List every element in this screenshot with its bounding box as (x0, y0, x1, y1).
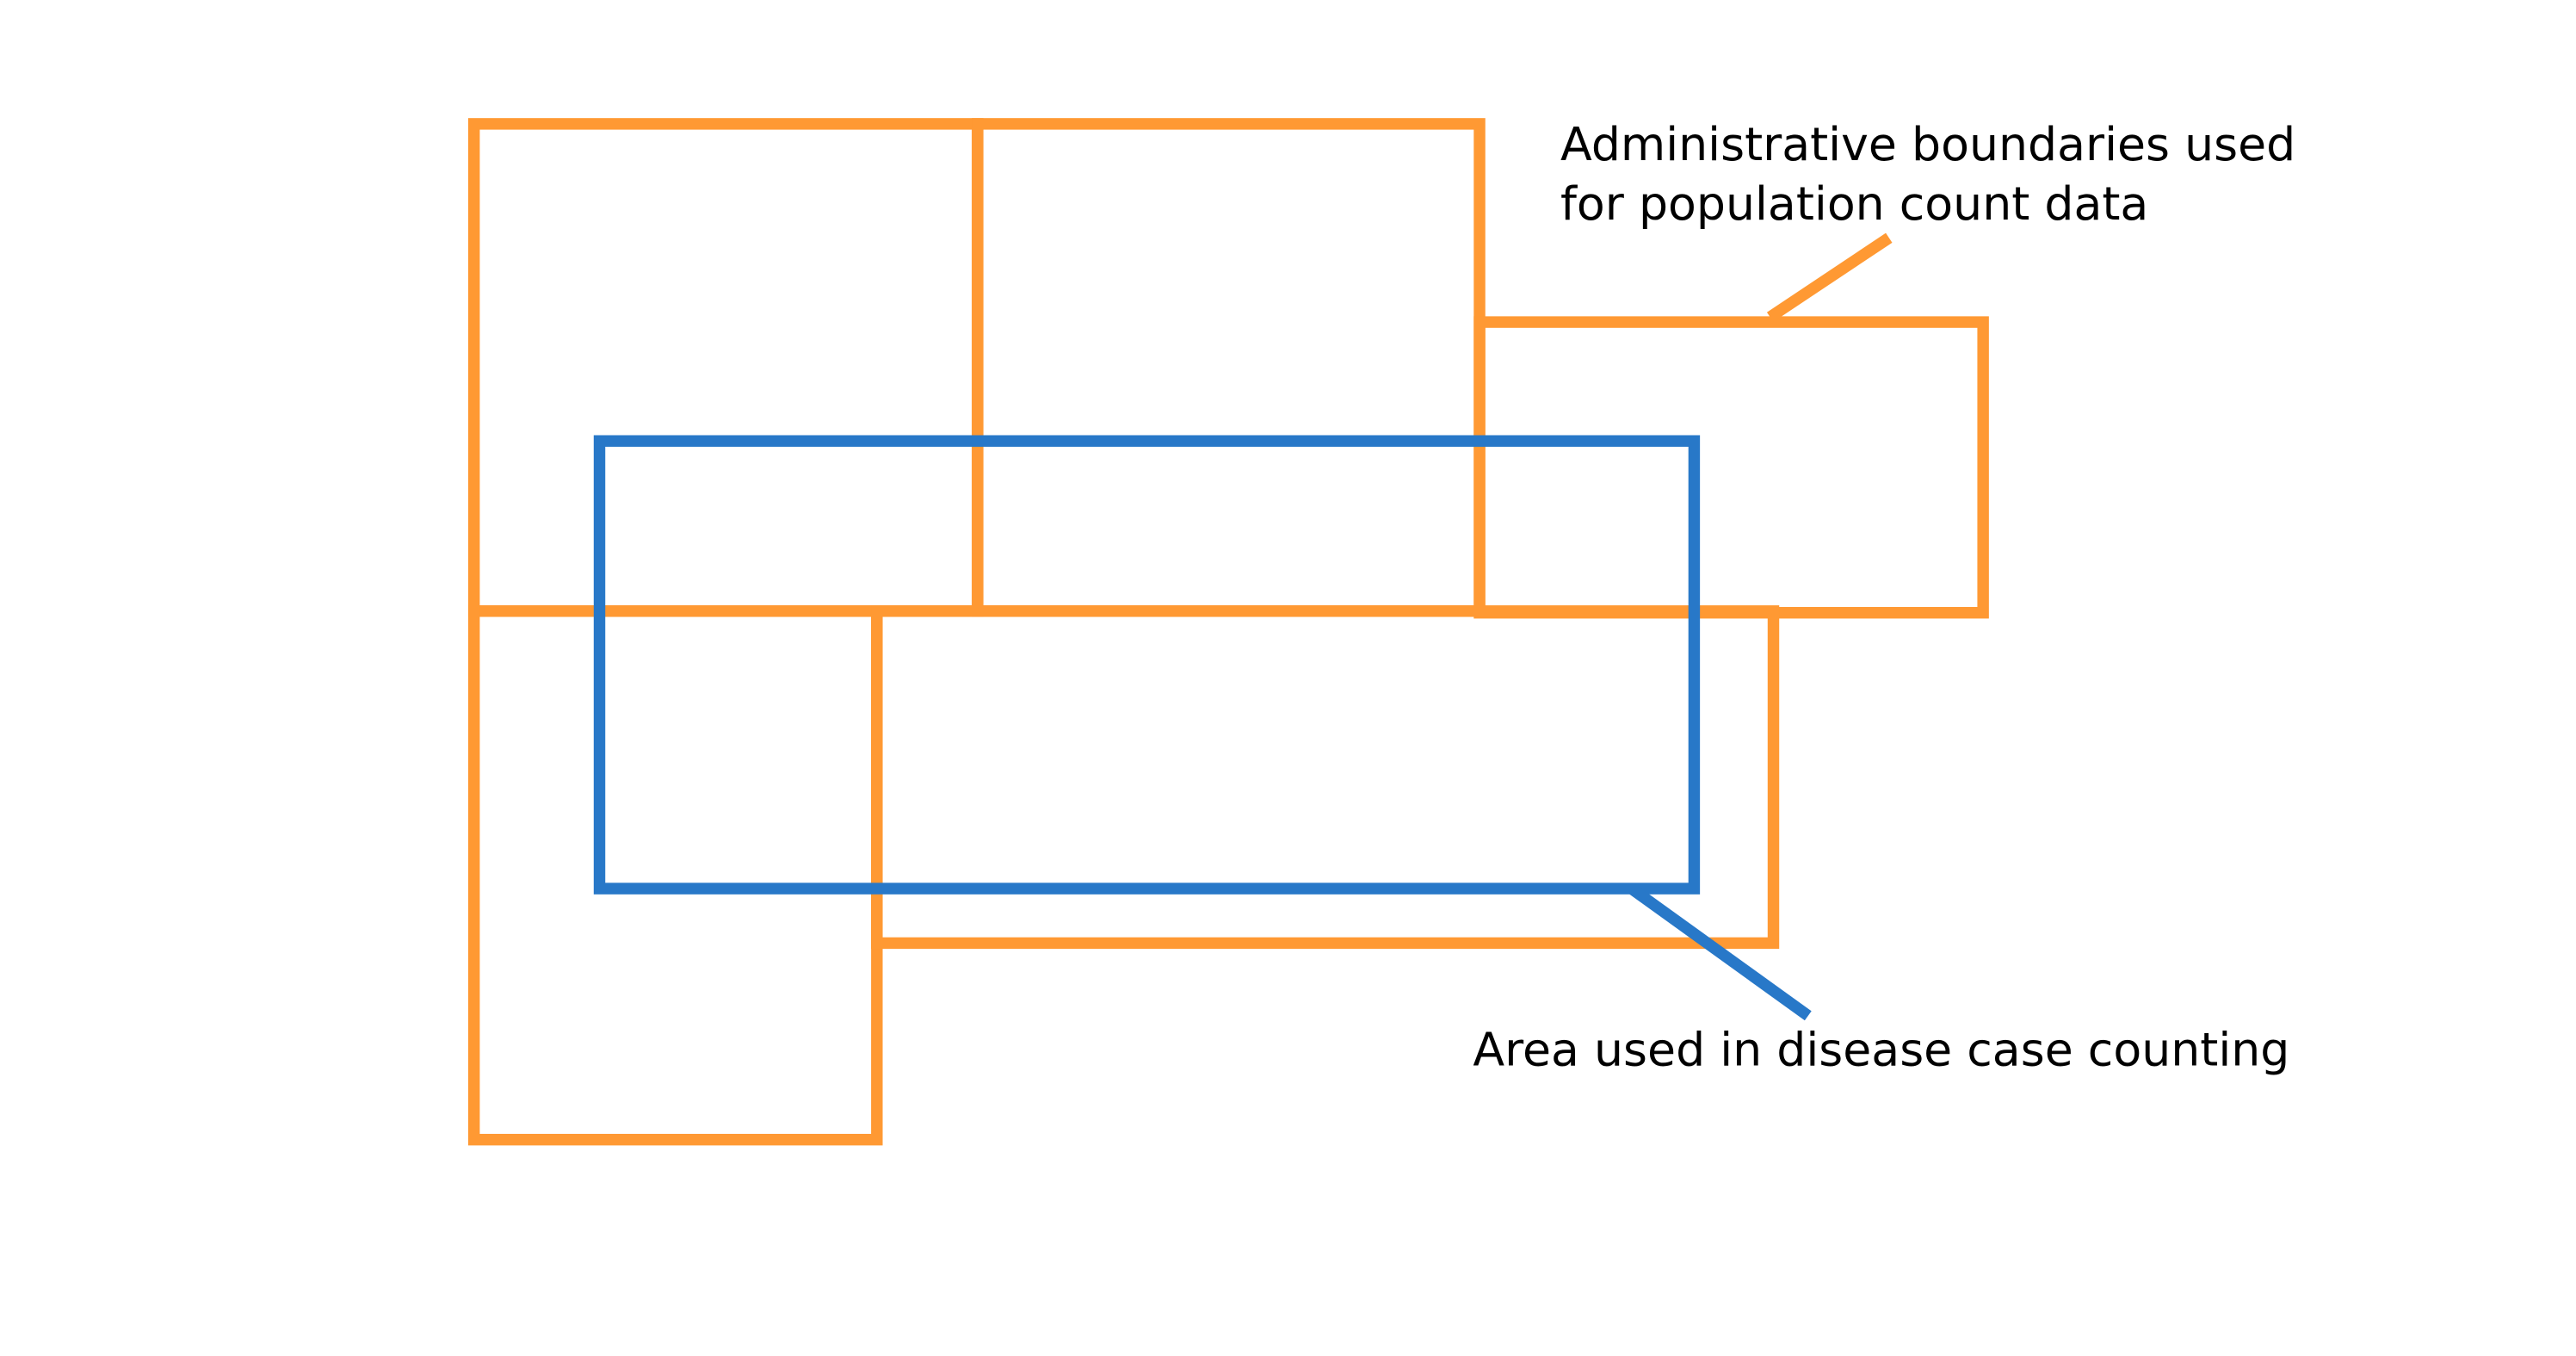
disease-area-boundary (593, 435, 1701, 895)
disease-area-label: Area used in disease case counting (1473, 1022, 2289, 1076)
admin-boundary-top-left (468, 118, 984, 617)
admin-boundary-label-line2: for population count data (1560, 176, 2148, 231)
admin-boundary-bottom-left (468, 605, 883, 1146)
admin-boundary-top-middle (972, 118, 1486, 617)
disease-area-leader-line (1628, 883, 1812, 1021)
admin-boundary-bottom-middle (871, 605, 1780, 950)
admin-boundary-label-line1: Administrative boundaries used (1560, 117, 2295, 171)
admin-boundary-right (1473, 316, 1989, 619)
admin-boundary-leader-line (1766, 232, 1893, 322)
